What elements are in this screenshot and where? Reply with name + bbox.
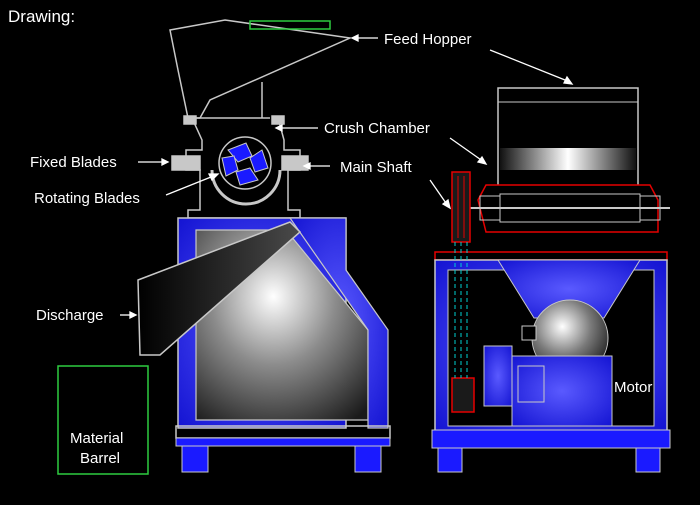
feed-hopper — [169, 19, 353, 119]
front-caster-right — [635, 447, 661, 473]
blower-port — [521, 325, 537, 341]
arrow-rotating-blades — [207, 173, 220, 182]
arrow-main-shaft-right — [441, 198, 452, 210]
fixed-blade-left — [171, 155, 201, 171]
arrow-crush-chamber-left — [274, 123, 283, 133]
frame-side-panel — [288, 217, 389, 429]
hopper-inlet-slot — [249, 20, 331, 30]
side-frame — [137, 217, 391, 473]
hopper-neck — [188, 82, 270, 119]
leader-lines — [120, 33, 574, 320]
leader-feed-hopper-right — [489, 49, 571, 83]
front-shaft-bearing-right — [639, 195, 661, 221]
caster-right — [354, 445, 382, 473]
arrow-main-shaft-left — [302, 161, 311, 171]
front-base — [431, 429, 671, 449]
label-main-shaft: Main Shaft — [340, 159, 413, 176]
discharge-chute — [137, 221, 302, 356]
label-crush-chamber: Crush Chamber — [324, 120, 430, 137]
label-discharge: Discharge — [36, 307, 104, 324]
front-hopper-band — [500, 148, 636, 170]
front-hopper — [497, 87, 639, 189]
chamber-bolt-right — [271, 115, 285, 125]
label-material-barrel-line2: Barrel — [80, 450, 120, 467]
caster-left — [181, 445, 209, 473]
front-discharge-funnel — [497, 259, 641, 319]
motor-housing — [511, 355, 613, 427]
front-caster-left — [437, 447, 463, 473]
front-shaft-bearing-left — [479, 195, 501, 221]
leader-crush-chamber-right — [449, 137, 485, 163]
rotating-blade-4 — [221, 155, 239, 177]
front-view — [431, 87, 671, 473]
labels: Feed Hopper Crush Chamber Fixed Blades M… — [30, 31, 652, 467]
rotor — [218, 136, 272, 190]
screen-arc — [210, 169, 282, 206]
diagram-title: Drawing: — [8, 7, 75, 26]
arrow-discharge — [129, 310, 138, 320]
rotating-blade-2 — [249, 149, 269, 173]
chamber-bolt-left — [183, 115, 197, 125]
label-material-barrel-line1: Material — [70, 430, 123, 447]
fixed-blade-right — [281, 155, 309, 171]
side-view — [169, 19, 353, 219]
leader-rotating-blades — [165, 174, 217, 196]
label-fixed-blades: Fixed Blades — [30, 154, 117, 171]
label-rotating-blades: Rotating Blades — [34, 190, 140, 207]
label-motor: Motor — [614, 379, 652, 396]
arrow-feed-hopper-right — [563, 75, 574, 85]
arrow-feed-hopper-left — [350, 33, 359, 43]
front-frame-top — [434, 251, 668, 261]
front-pulley-bottom — [451, 377, 475, 413]
motor-end-cap — [483, 345, 513, 407]
arrow-fixed-blades — [161, 157, 170, 167]
frame-base-strip — [175, 437, 391, 447]
arrow-crush-chamber-right — [476, 155, 488, 166]
rotating-blade-3 — [235, 167, 259, 186]
motor-terminal-box — [517, 365, 545, 403]
label-feed-hopper: Feed Hopper — [384, 31, 472, 48]
front-pulley-top — [451, 171, 471, 243]
material-barrel — [57, 365, 149, 475]
